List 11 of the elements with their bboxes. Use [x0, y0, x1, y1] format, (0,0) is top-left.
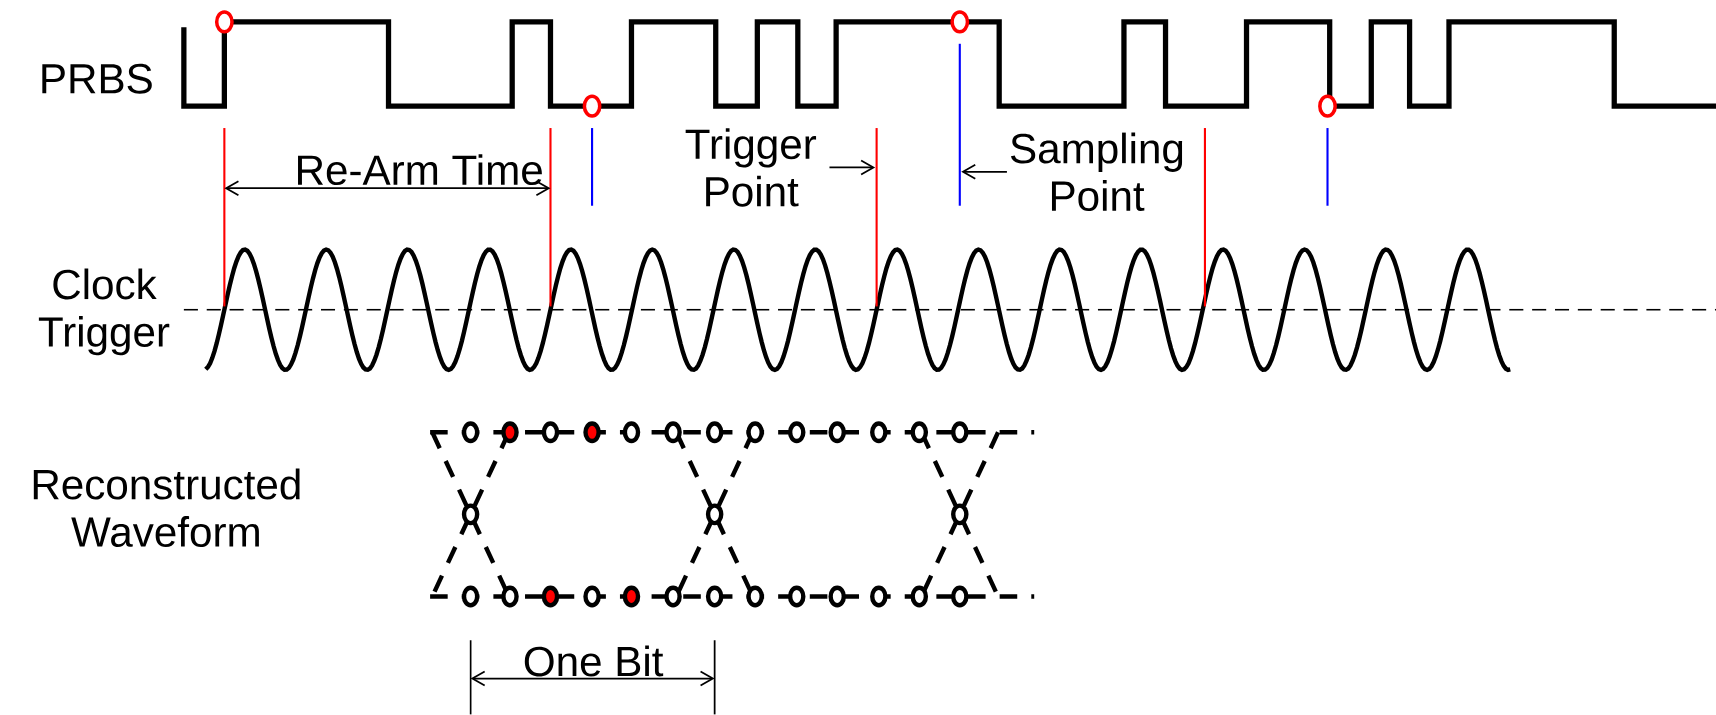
axis-label: Clock Trigger — [38, 268, 170, 356]
leader-arrow — [828, 159, 876, 176]
callout-text: Trigger Point — [685, 128, 817, 207]
callout-text: Sampling Point — [1010, 132, 1183, 212]
axis-label: PRBS — [42, 64, 152, 94]
leader-arrow — [961, 164, 1008, 180]
marker-line — [958, 43, 961, 206]
marker-line — [875, 128, 878, 307]
axis-label: Reconstructed Waveform — [33, 468, 300, 548]
dimension-label: One Bit — [524, 645, 664, 677]
dimension-label: Re-Arm Time — [298, 154, 542, 186]
